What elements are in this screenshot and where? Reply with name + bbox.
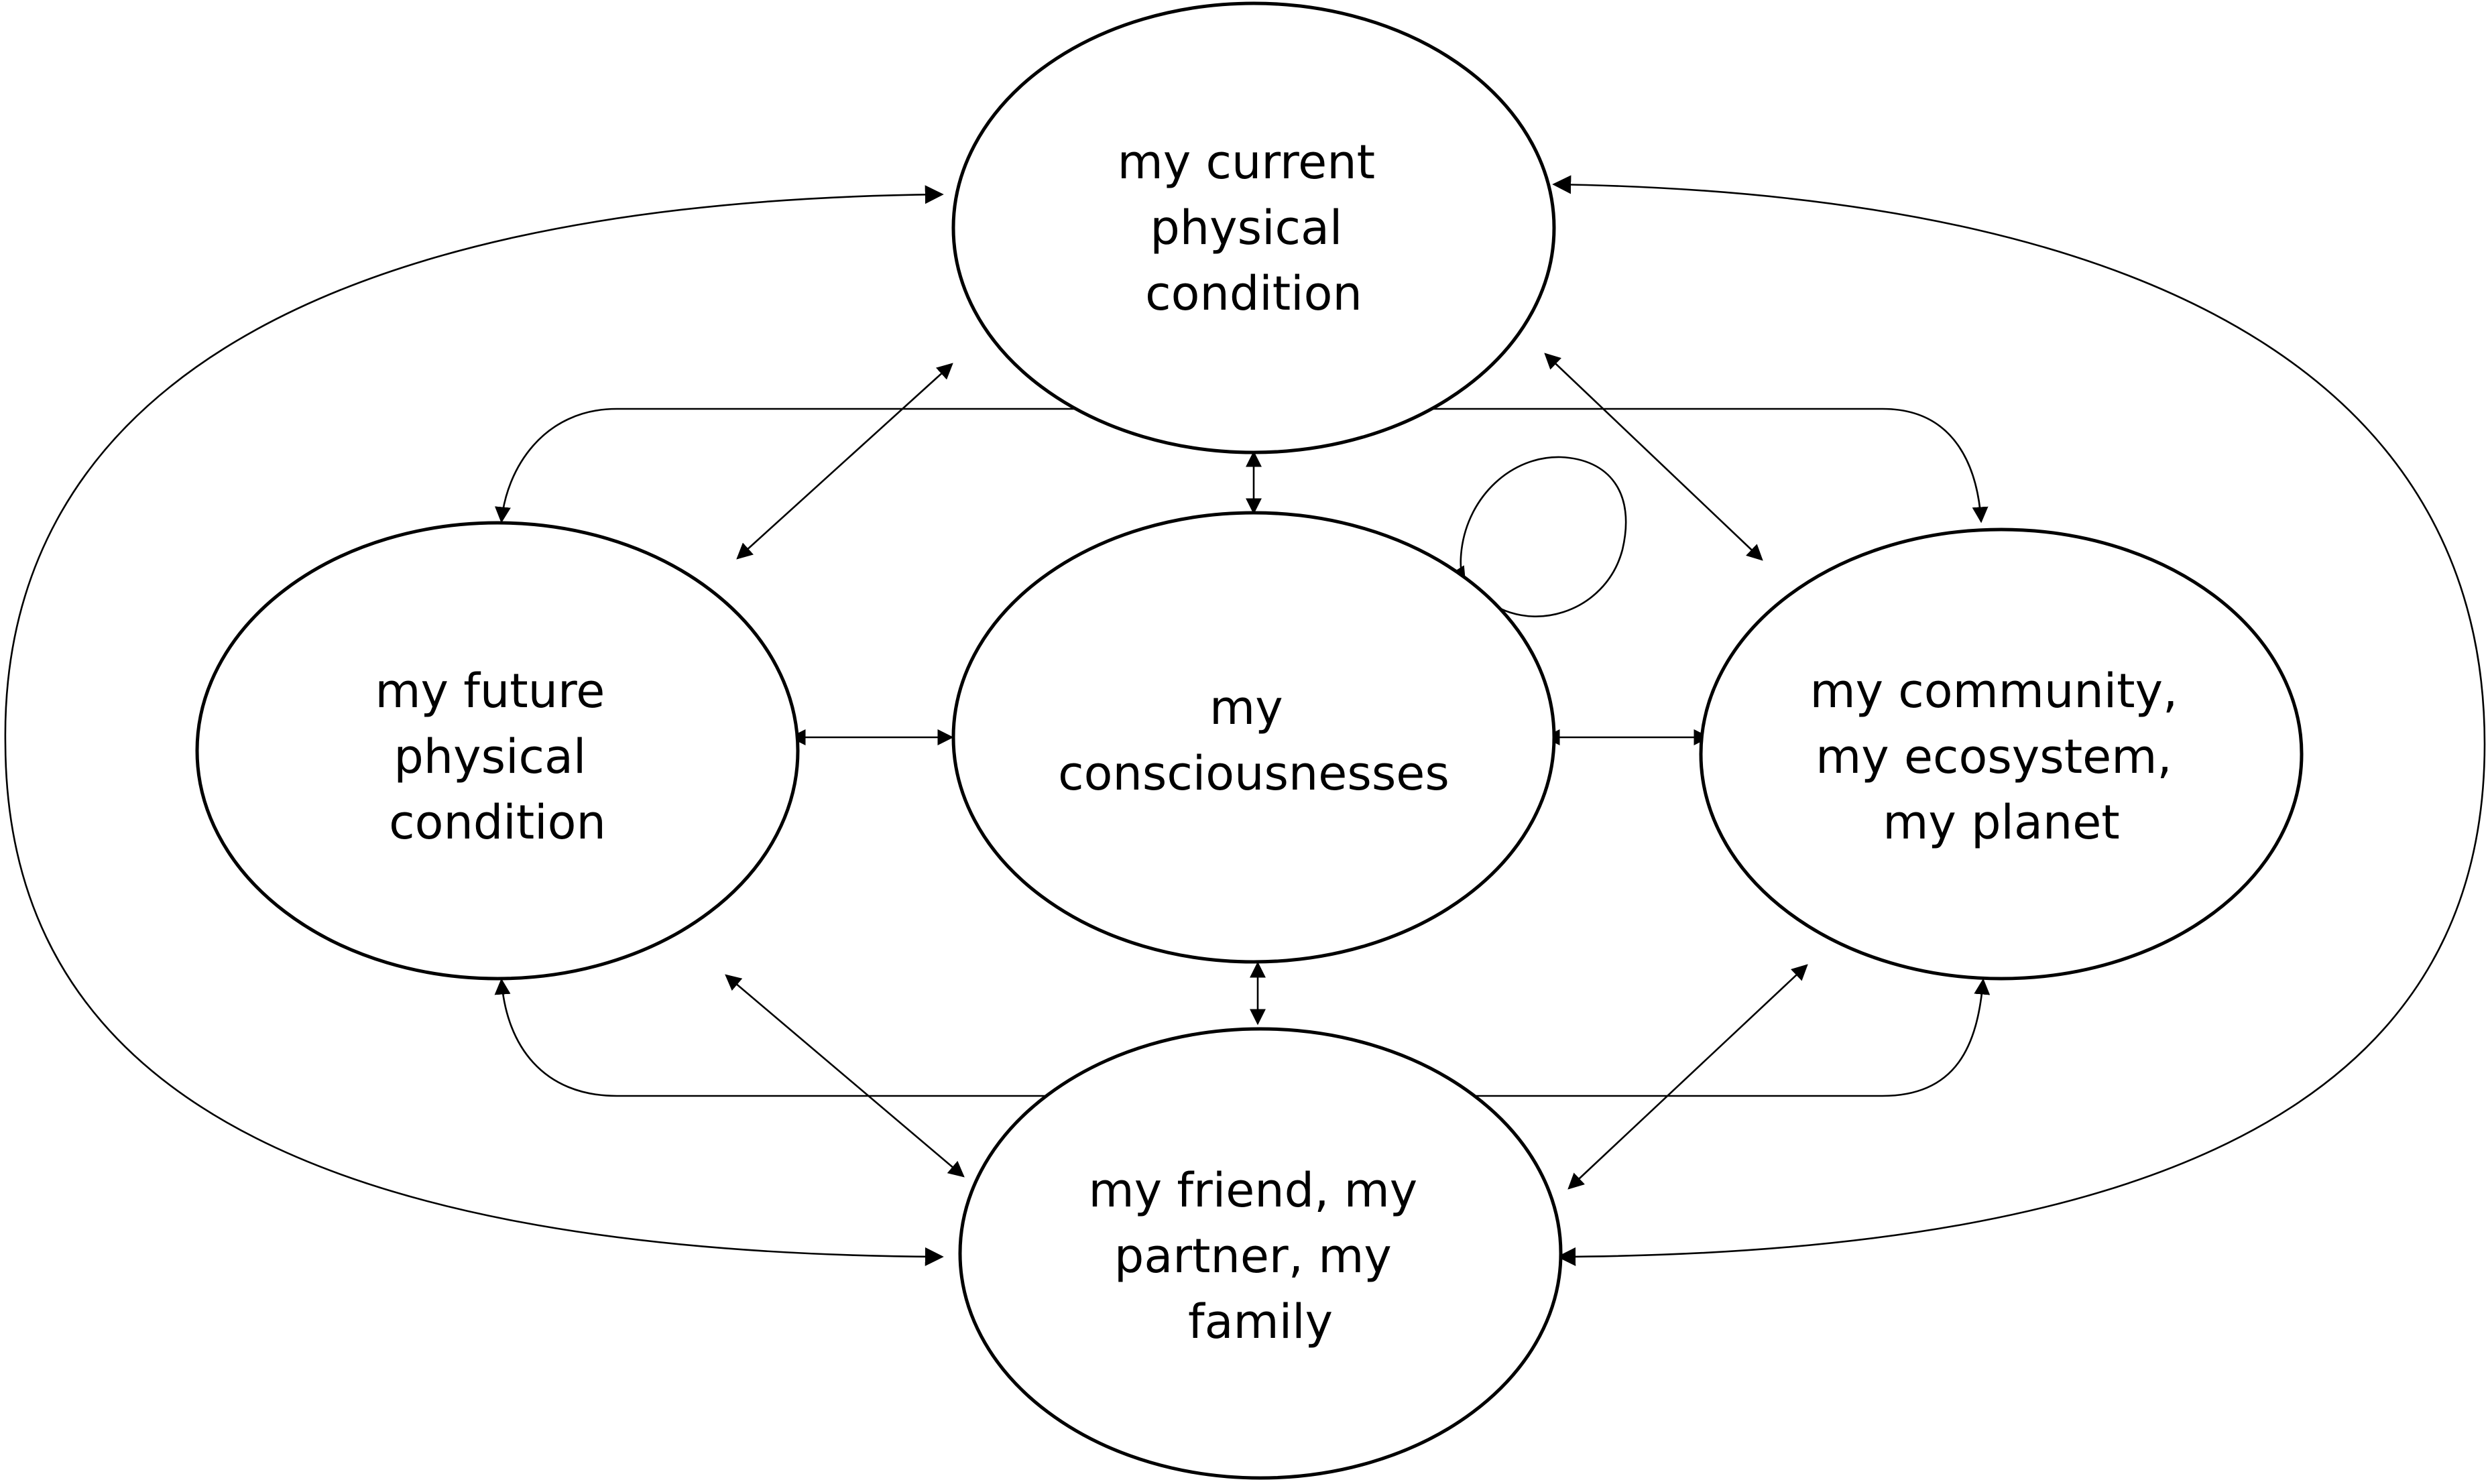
outer-right-arc xyxy=(1552,175,2486,1266)
node-current-physical: my current physical condition xyxy=(951,1,1556,454)
self-loop-consciousness xyxy=(1450,456,1627,617)
top-inner-connector xyxy=(494,408,1989,523)
node-label: my community, my ecosystem, my planet xyxy=(1810,664,2192,850)
node-label: my consciousnesses xyxy=(1058,680,1449,801)
diag-future-friend xyxy=(725,974,965,1178)
diag-current-future xyxy=(736,363,953,560)
node-label: my current physical condition xyxy=(1118,135,1390,321)
diag-current-community xyxy=(1544,353,1763,561)
node-label: my friend, my partner, my family xyxy=(1089,1163,1433,1349)
node-label: my future physical condition xyxy=(375,664,619,850)
node-future-physical: my future physical condition xyxy=(195,521,800,981)
diag-community-friend xyxy=(1567,964,1808,1190)
node-friend-family: my friend, my partner, my family xyxy=(958,1027,1563,1480)
node-community: my community, my ecosystem, my planet xyxy=(1699,528,2304,981)
node-consciousnesses: my consciousnesses xyxy=(951,511,1556,964)
outer-left-arc xyxy=(4,185,944,1266)
